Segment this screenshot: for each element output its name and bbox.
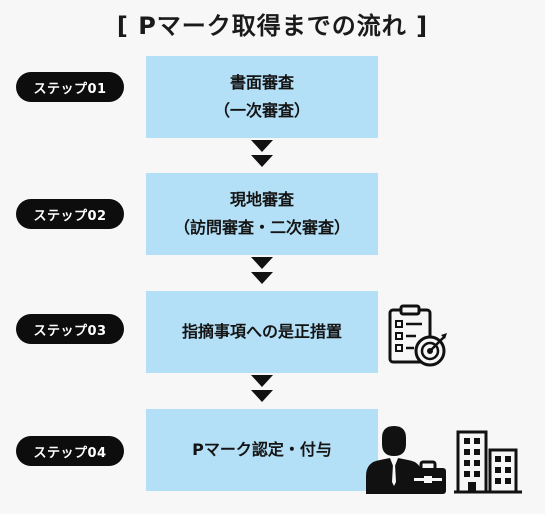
- step-03-title: 指摘事項への是正措置: [181, 322, 342, 341]
- down-arrow-icon: [251, 375, 273, 402]
- clipboard-target-icon: [388, 304, 447, 367]
- office-building-icon: [454, 430, 522, 494]
- step-label-03: ステップ03: [16, 314, 124, 344]
- step-box-01: 書面審査 （一次審査）: [146, 56, 378, 138]
- step-label-04: ステップ04: [16, 436, 124, 466]
- step-02-subtitle: （訪問審査・二次審査）: [173, 218, 350, 237]
- down-arrow-icon: [251, 140, 273, 167]
- step-box-03: 指摘事項への是正措置: [146, 291, 378, 373]
- step-01-title: 書面審査: [229, 73, 294, 92]
- step-label-01: ステップ01: [16, 72, 124, 102]
- step-04-title: Pマーク認定・付与: [192, 440, 332, 459]
- page-title: [ Pマーク取得までの流れ ]: [116, 12, 429, 40]
- step-label-02: ステップ02: [16, 199, 124, 229]
- step-box-04: Pマーク認定・付与: [146, 409, 378, 491]
- step-02-title: 現地審査: [229, 190, 294, 209]
- down-arrow-icon: [251, 257, 273, 284]
- businessman-briefcase-icon: [366, 426, 446, 494]
- step-01-subtitle: （一次審査）: [213, 101, 310, 120]
- step-box-02: 現地審査 （訪問審査・二次審査）: [146, 173, 378, 255]
